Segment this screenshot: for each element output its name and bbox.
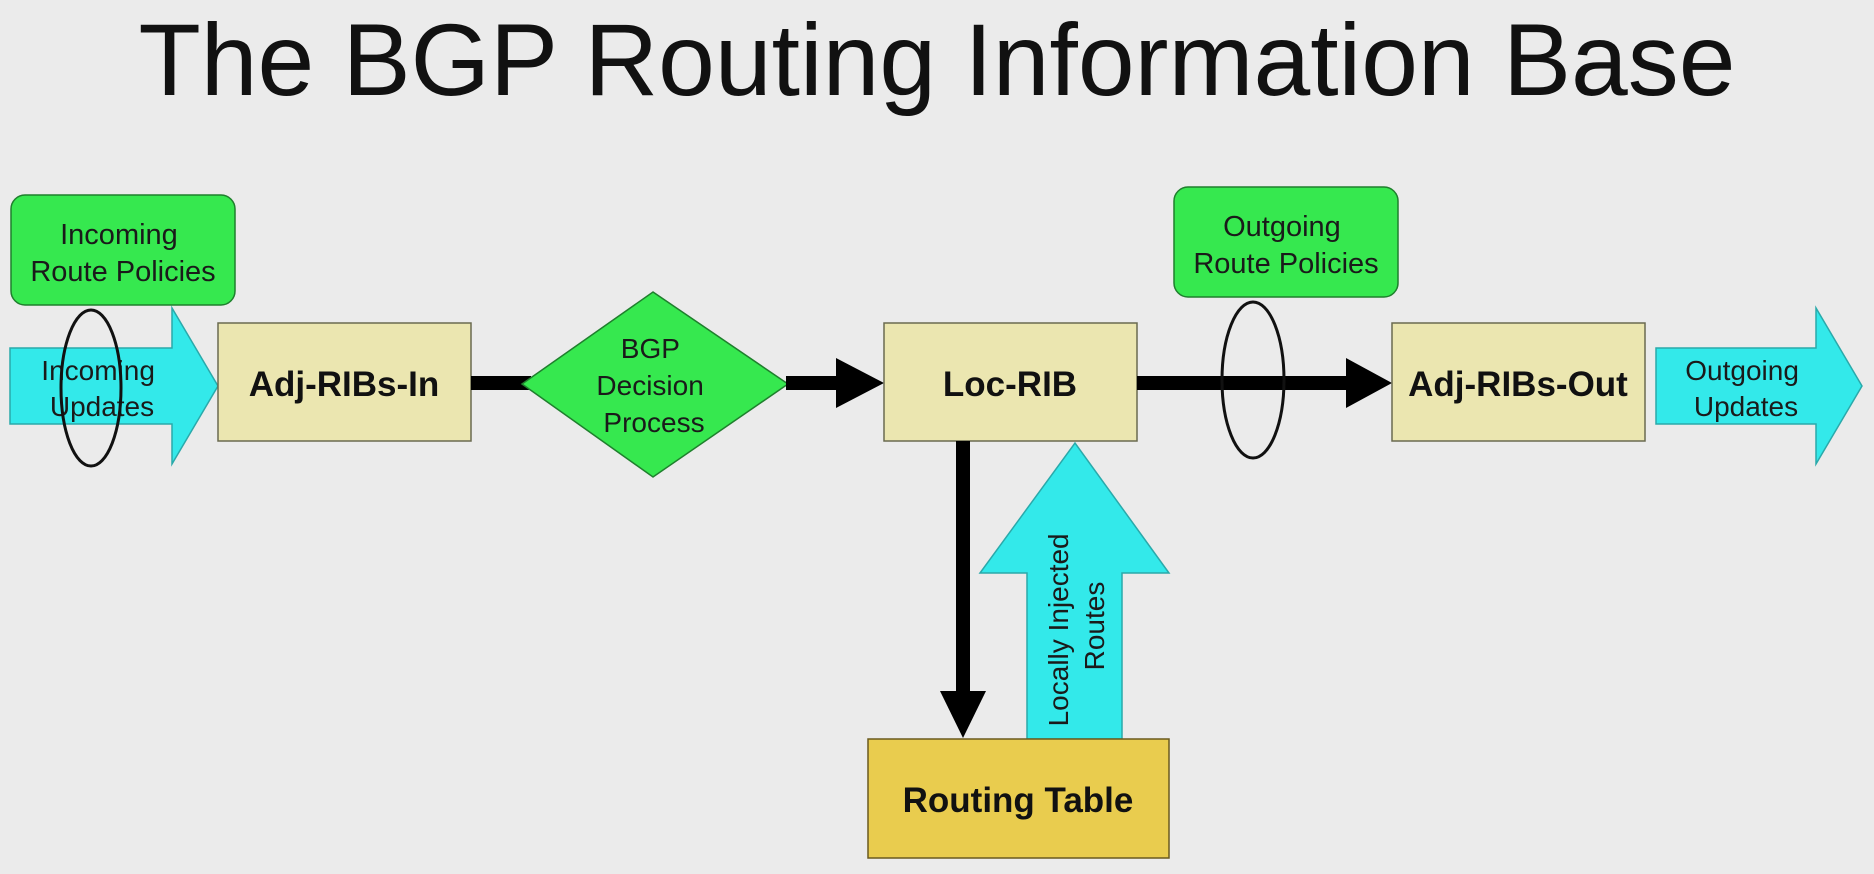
arrowhead-into-routing-table [940,691,986,738]
outgoing-updates-line-2: Updates [1694,391,1798,422]
locally-injected-line-2: Routes [1079,582,1110,671]
outgoing-policies-line-2: Route Policies [1193,248,1378,280]
incoming-updates-line-2: Updates [50,391,154,422]
connector-decision-to-loc-rib [786,376,838,390]
locally-injected-routes-label: Locally Injected Routes [1043,526,1110,727]
decision-line-2: Decision [596,370,703,401]
outgoing-route-policies-label: Outgoing Route Policies [1193,211,1378,280]
incoming-updates-line-1: Incoming [41,355,155,386]
outgoing-policies-line-1: Outgoing [1223,211,1341,243]
routing-table-label: Routing Table [903,781,1134,820]
outgoing-updates-line-1: Outgoing [1685,355,1799,386]
bgp-decision-process-diamond [520,291,790,478]
connector-adj-in-to-decision [471,376,531,390]
incoming-policies-line-1: Incoming [60,219,178,251]
routing-table-box [867,738,1170,859]
incoming-policies-line-2: Route Policies [30,256,215,288]
arrowhead-into-loc-rib [836,358,884,408]
loc-rib-box [883,322,1138,442]
connector-loc-rib-to-routing-table [956,441,970,693]
incoming-route-policies-label: Incoming Route Policies [30,219,215,288]
locally-injected-routes-arrow [978,441,1171,740]
slide-title: The BGP Routing Information Base [138,3,1736,117]
locally-injected-line-1: Locally Injected [1043,533,1074,726]
incoming-policy-filter-ellipse [59,308,123,468]
decision-line-1: BGP [621,333,680,364]
adj-ribs-in-label: Adj-RIBs-In [249,365,440,404]
outgoing-route-policies-box [1173,186,1399,298]
loc-rib-label: Loc-RIB [943,365,1077,404]
arrowhead-into-adj-ribs-out [1346,358,1392,408]
outgoing-policy-filter-ellipse [1220,300,1286,460]
incoming-updates-arrow [9,305,219,467]
adj-ribs-out-box [1391,322,1646,442]
incoming-route-policies-box [10,194,236,306]
connector-loc-rib-to-adj-out [1137,376,1349,390]
adj-ribs-in-box [217,322,472,442]
outgoing-updates-arrow [1655,305,1863,467]
bgp-decision-process-label: BGP Decision Process [596,333,711,438]
decision-line-3: Process [603,407,704,438]
adj-ribs-out-label: Adj-RIBs-Out [1408,365,1628,404]
outgoing-updates-label: Outgoing Updates [1685,355,1806,422]
